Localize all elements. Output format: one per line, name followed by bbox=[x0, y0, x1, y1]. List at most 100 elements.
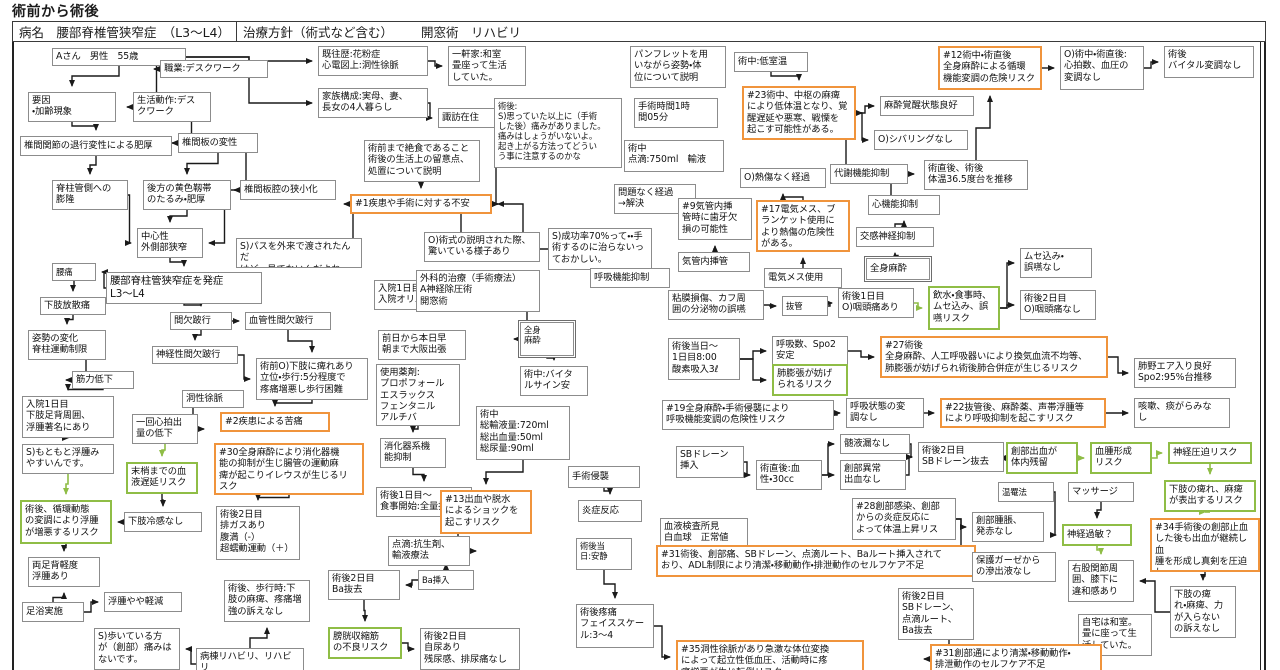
diagram-node: #34手術後の創部止血 した後も出血が継続し血 腫を形成し真剣を圧迫し 神経麻痺… bbox=[1150, 518, 1260, 572]
diagram-node: 炎症反応 bbox=[578, 500, 642, 522]
diagram-node: 術後2日目 SBドレーン抜去 bbox=[918, 442, 1004, 472]
plan-label: 治療方針（術式など含む） bbox=[243, 25, 394, 40]
connector bbox=[1152, 450, 1163, 459]
diagram-node: 両足背軽度 浮腫あり bbox=[28, 557, 100, 587]
diagram-node: 前日から本日早 朝まで大阪出張 bbox=[378, 330, 466, 360]
diagram-node: #31創部通により清潔・移動動作・ 排泄動作のセルフケア不足 bbox=[930, 644, 1102, 670]
diagram-node: #2疾患による苦痛 bbox=[220, 412, 330, 432]
diagram-node: 気管内挿管 bbox=[678, 252, 750, 272]
diagram-node: ムセ込み・ 誤嚥なし bbox=[1020, 248, 1092, 278]
diagram-node: 神経過敏？ bbox=[1062, 524, 1132, 546]
diagram-node: 血管性間欠跛行 bbox=[245, 312, 331, 330]
treatment-plan-cell: 治療方針（術式など含む） 開窓術 リハビリ bbox=[237, 22, 1265, 41]
diagram-node: O)術式の説明された際、 驚いている様子あり bbox=[424, 232, 540, 262]
diagram-node: #9気管内挿 管時に歯牙欠 損の可能性 bbox=[678, 198, 752, 240]
diagram-node: 後方の黄色靱帯 のたるみ・肥厚 bbox=[143, 180, 231, 210]
diagram-node: 椎間関節の退行変性による肥厚 bbox=[20, 136, 172, 156]
diagram-node: 術後2日目 自尿あり 残尿感、排尿痛なし bbox=[420, 628, 520, 670]
connector bbox=[1096, 546, 1104, 555]
connector bbox=[87, 156, 97, 175]
connector bbox=[906, 454, 913, 476]
connector bbox=[159, 444, 166, 457]
diagram-node: S)もともと浮腫み やすいんです。 bbox=[22, 444, 114, 474]
diagram-node: O)術中・術直後: 心拍数、血圧の 変調なし bbox=[1060, 46, 1144, 90]
diagram-node: Ba挿入 bbox=[418, 570, 474, 590]
diagram-node: 腰痛 bbox=[52, 263, 96, 281]
connector bbox=[744, 461, 751, 478]
diagram-node: 病棟リハビリ、リハビリ 室にてリハビリ施行 bbox=[196, 648, 304, 670]
diagram-node: 神経性間欠跛行 bbox=[152, 346, 238, 364]
connector bbox=[740, 348, 767, 360]
connector bbox=[826, 300, 833, 307]
diagram-node: 麻酔覚醒状態良好 bbox=[880, 96, 974, 116]
diagram-node: #30全身麻酔により消化器機 能の抑制が生じ腸管の運動麻 痺が起こりイレウスが生… bbox=[214, 443, 364, 495]
connector bbox=[167, 210, 188, 223]
diagram-node: #1疾患や手術に対する不安 bbox=[350, 194, 492, 214]
connector bbox=[52, 592, 67, 602]
diagram-node: 交感神経抑制 bbox=[856, 227, 934, 247]
diagram-node: 血腫形成 リスク bbox=[1090, 442, 1152, 474]
diagram-node: 椎間板腔の狭小化 bbox=[240, 180, 336, 200]
diagram-node: #22抜管後、麻酔薬、声帯浮腫等 により呼吸抑制を起こすリスク bbox=[940, 398, 1106, 428]
diagram-node: 術後当 日:安静 bbox=[576, 538, 632, 570]
connector bbox=[1094, 502, 1102, 519]
diagram-node: 術後: S)思っていた以上に（手術 した後）痛みがありました。 痛みはしょうがい… bbox=[494, 98, 622, 168]
connector bbox=[822, 441, 835, 476]
diagram-node: 術後1日目 O)咽頭痛あり bbox=[838, 288, 914, 318]
diagram-node: 手術時間1時 間05分 bbox=[634, 98, 718, 128]
diagram-node: 手術侵襲 bbox=[568, 466, 640, 488]
connector bbox=[255, 494, 290, 501]
diagram-node: 創部腫脹、 発赤なし bbox=[972, 512, 1044, 542]
diagram-node: 術後、歩行時:下 肢の麻痺、疼痛増 強の訴えなし bbox=[224, 580, 310, 622]
diagram-node: 術中 総輸液量:720ml 総出血量:50ml 総尿量:90ml bbox=[476, 406, 570, 460]
diagram-node: SBドレーン 挿入 bbox=[676, 446, 744, 478]
diagram-node: 一回心拍出 量の低下 bbox=[132, 414, 198, 444]
diagram-node: 職業:デスクワーク bbox=[160, 60, 268, 78]
diagram-node: #17電気メス、ブ ランケット使用に より熱傷の危険性 がある。 bbox=[756, 200, 850, 252]
connector bbox=[1139, 578, 1170, 613]
diagram-node: 髄液漏なし bbox=[840, 434, 910, 454]
connector bbox=[61, 544, 67, 552]
diagram-node: 術前まで絶食であること 術後の生活上の留意点、 処置について説明 bbox=[364, 140, 480, 182]
disease-cell: 病名 腰部脊椎管狭窄症 （L3～L4） bbox=[13, 22, 237, 41]
diagram-node: #19全身麻酔・手術侵襲により 呼吸機能変調の危険性リスク bbox=[662, 400, 834, 430]
diagram-node: 間欠跛行 bbox=[170, 312, 232, 330]
page-title: 術前から術後 bbox=[12, 4, 99, 20]
diagram-node: 術前O)下肢に痺れあり 立位・歩行:5分程度で 疼痛増悪し歩行困難 bbox=[256, 358, 368, 400]
connector bbox=[1000, 302, 1015, 309]
diagram-node: S)成功率70%って・・手 術するのに治らないっ ておかしい。 bbox=[548, 228, 652, 270]
diagram-node: 温罨法 bbox=[998, 482, 1054, 502]
disease-label: 病名 bbox=[19, 25, 45, 40]
connector bbox=[65, 384, 104, 391]
diagram-node: 一軒家:和室 畳座って生活 していた。 bbox=[448, 46, 526, 86]
diagram-node: 全身 麻酔 bbox=[520, 322, 574, 356]
connector bbox=[428, 60, 443, 69]
connector bbox=[956, 518, 967, 530]
diagram-node: 呼吸状態の変 調なし bbox=[846, 398, 924, 428]
diagram-node: 術後 バイタル変調なし bbox=[1164, 46, 1254, 78]
connector bbox=[914, 302, 923, 311]
diagram-node: #27術後 全身麻酔、人工呼吸器いにより換気血流不均等、 肺膨張が妨げられ術後肺… bbox=[880, 336, 1108, 378]
connector bbox=[362, 600, 368, 622]
connector bbox=[63, 474, 69, 495]
diagram-node: 術後、循環動態 の変調により浮腫 が増悪するリスク bbox=[20, 500, 112, 544]
connector bbox=[1108, 356, 1129, 376]
diagram-node: 呼吸数、Spo2 安定 bbox=[772, 336, 848, 366]
connector bbox=[169, 258, 187, 267]
diagram-node: 抜管 bbox=[782, 296, 828, 316]
connector bbox=[834, 410, 841, 416]
connector bbox=[1144, 59, 1159, 69]
connector bbox=[426, 102, 433, 121]
connector bbox=[856, 103, 875, 114]
diagram-node: 腰部脊柱管狭窄症を発症 L3～L4 bbox=[106, 272, 262, 304]
disease-value: 腰部脊椎管狭窄症 （L3～L4） bbox=[56, 25, 230, 40]
diagram-node: 術中:低室温 bbox=[734, 52, 808, 72]
diagram-node: 諏訪在住 bbox=[438, 108, 500, 128]
diagram-node: 要因 ・加齢現象 bbox=[28, 92, 116, 122]
connector bbox=[856, 112, 869, 143]
diagram-node: #35洞性徐脈があり急激な体位変換 によって起立性低血圧、活動時に疼 痛増悪が生… bbox=[676, 640, 864, 670]
diagram-node: 外科的治療（手術療法） A神経除圧術 開窓術 bbox=[416, 270, 540, 312]
diagram-node: 生活動作:デス クワーク bbox=[133, 92, 211, 122]
diagram-node: 術直後:血 性・30cc bbox=[756, 460, 822, 490]
connector bbox=[906, 443, 913, 460]
